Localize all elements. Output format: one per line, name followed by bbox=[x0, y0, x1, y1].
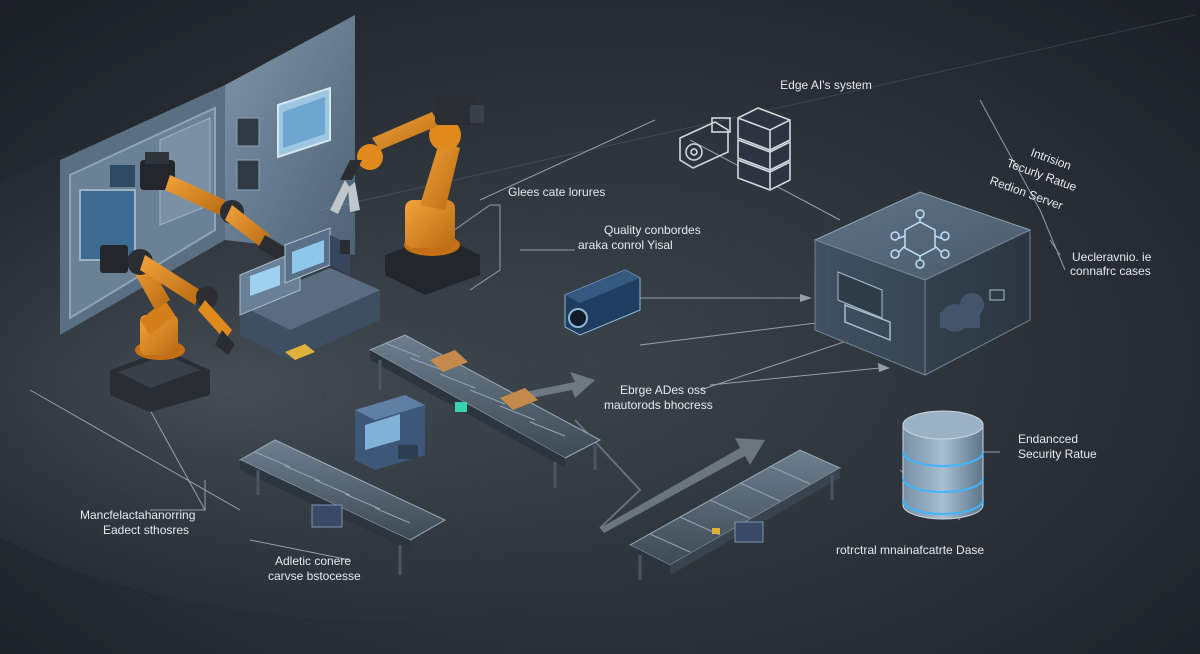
label-enhanced-2: Security Ratue bbox=[1018, 447, 1097, 461]
label-adletic-1: Adletic conere bbox=[275, 554, 352, 568]
control-console bbox=[239, 227, 380, 360]
network-hub-icon bbox=[890, 209, 950, 269]
label-enhanced-1: Endancced bbox=[1018, 432, 1079, 446]
edge-server-cube bbox=[813, 191, 1032, 376]
label-quality-2: araka conrol Yisal bbox=[578, 238, 673, 252]
database-icon bbox=[902, 410, 984, 520]
label-edge-system: Edge AI's system bbox=[780, 78, 872, 92]
camera-icon bbox=[679, 117, 731, 169]
label-mfg-2: Eadect sthosres bbox=[103, 523, 190, 537]
label-adletic-2: carvse bstocesse bbox=[268, 569, 361, 583]
robot-arm-right bbox=[330, 95, 484, 295]
conveyor-middle bbox=[368, 334, 602, 488]
cloud-icon bbox=[940, 293, 984, 332]
label-glees: Glees cate lorures bbox=[508, 185, 606, 199]
conveyor-bottom-left bbox=[238, 439, 447, 575]
server-stack-icon bbox=[737, 107, 791, 191]
robot-arm-left bbox=[100, 245, 235, 412]
factory-wall bbox=[60, 15, 355, 335]
label-uncle-2: connafrc cases bbox=[1070, 264, 1151, 278]
label-quality-1: Quality conbordes bbox=[604, 223, 701, 237]
label-rotrctral: rotrctral mnainafcatrte Dase bbox=[836, 543, 985, 557]
label-mfg-1: Mancfelactahanorring bbox=[80, 508, 196, 522]
label-uncle-1: Uecleravnio. ie bbox=[1072, 250, 1152, 264]
label-edge-ades-1: Ebrge ADes oss bbox=[620, 383, 707, 397]
label-edge-ades-2: mautorods bhocress bbox=[604, 398, 713, 412]
conveyor-bottom-right bbox=[628, 449, 842, 580]
inspection-machine bbox=[355, 395, 425, 470]
camera-device bbox=[564, 269, 641, 336]
